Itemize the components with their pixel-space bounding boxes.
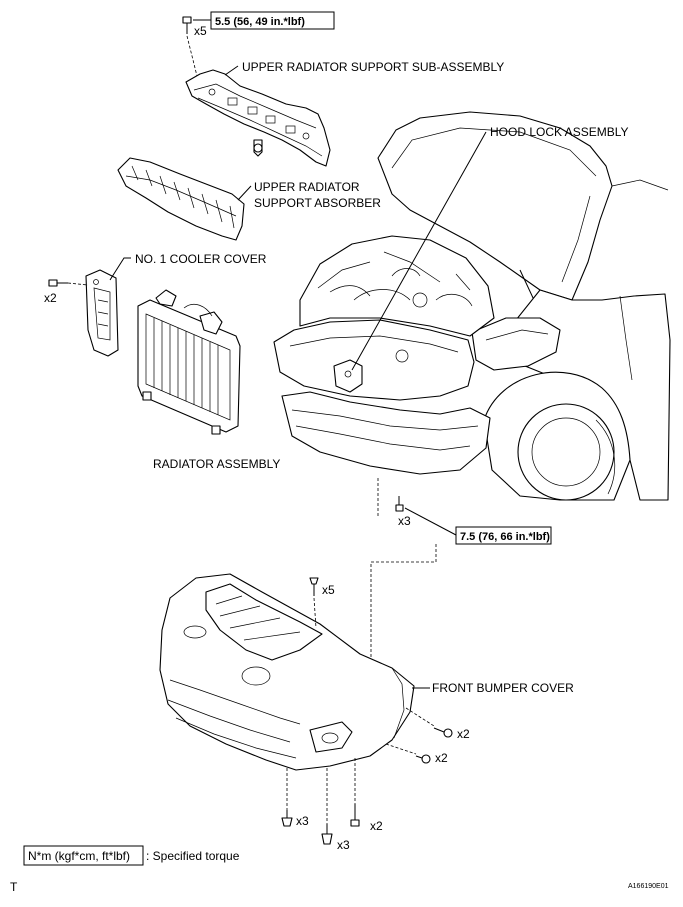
top-torque-spec: 5.5 (56, 49 in.*lbf) bbox=[193, 11, 335, 30]
side-screw-icon-1 bbox=[433, 727, 453, 738]
bottom-screw-right-icon bbox=[350, 804, 360, 827]
side-screw-icon-2 bbox=[415, 754, 431, 764]
bottom-clip-left-count: x3 bbox=[296, 814, 309, 828]
vehicle-front bbox=[273, 111, 671, 501]
cooler-bolt-count: x2 bbox=[44, 291, 57, 305]
cooler-bolt-icon bbox=[48, 279, 68, 287]
upper-support-leader bbox=[224, 65, 239, 76]
hood-bolt-icon bbox=[395, 496, 404, 512]
middle-torque-spec: 7.5 (76, 66 in.*lbf) bbox=[455, 526, 552, 545]
cooler-cover-label: NO. 1 COOLER COVER bbox=[135, 252, 267, 266]
absorber-leader bbox=[237, 185, 252, 201]
radiator-part bbox=[137, 289, 241, 435]
radiator-label: RADIATOR ASSEMBLY bbox=[153, 457, 280, 471]
bottom-clip-center-count: x3 bbox=[337, 838, 350, 852]
hood-lock-label: HOOD LOCK ASSEMBLY bbox=[490, 125, 629, 139]
legend-box bbox=[23, 845, 144, 866]
absorber-label-line1: UPPER RADIATOR bbox=[254, 180, 360, 194]
hood-lock-leader bbox=[351, 131, 487, 371]
upper-support-label: UPPER RADIATOR SUPPORT SUB-ASSEMBLY bbox=[242, 60, 504, 74]
hood-bolt-count: x3 bbox=[398, 514, 411, 528]
bumper-top-clip-guide bbox=[313, 597, 317, 629]
side-screw-count-1: x2 bbox=[457, 727, 470, 741]
absorber-label-line2: SUPPORT ABSORBER bbox=[254, 196, 381, 210]
corner-mark: T bbox=[10, 880, 18, 894]
bottom-clip-center-icon bbox=[321, 824, 333, 845]
legend-description: : Specified torque bbox=[146, 849, 240, 863]
front-bumper-cover-part bbox=[159, 573, 415, 771]
top-bolt-guide bbox=[186, 35, 199, 81]
top-torque-value: 5.5 (56, 49 in.*lbf) bbox=[215, 16, 305, 28]
side-screw-guide-2 bbox=[385, 743, 417, 755]
top-bolt-icon bbox=[182, 16, 192, 34]
middle-torque-value: 7.5 (76, 66 in.*lbf) bbox=[460, 531, 550, 543]
upper-radiator-support-part bbox=[185, 69, 331, 167]
bottom-clip-left-icon bbox=[281, 810, 293, 827]
bumper-top-clip-count: x5 bbox=[322, 583, 335, 597]
middle-torque-leader bbox=[404, 507, 457, 536]
bumper-align-guide bbox=[370, 544, 437, 660]
bumper-label: FRONT BUMPER COVER bbox=[432, 681, 574, 695]
top-bolt-count: x5 bbox=[194, 24, 207, 38]
upper-radiator-absorber-part bbox=[117, 157, 245, 241]
bumper-top-clip-icon bbox=[309, 577, 319, 596]
cooler-cover-leader bbox=[109, 257, 131, 281]
figure-id: A166190E01 bbox=[628, 883, 669, 890]
legend-unit: N*m (kgf*cm, ft*lbf) bbox=[28, 849, 130, 863]
middle-torque-box bbox=[455, 526, 552, 545]
cooler-cover-part bbox=[85, 269, 119, 357]
side-screw-guide-1 bbox=[405, 707, 435, 727]
cooler-bolt-guide bbox=[67, 282, 89, 286]
bottom-screw-right-count: x2 bbox=[370, 819, 383, 833]
side-screw-count-2: x2 bbox=[435, 751, 448, 765]
torque-legend: N*m (kgf*cm, ft*lbf) : Specified torque bbox=[23, 845, 240, 866]
